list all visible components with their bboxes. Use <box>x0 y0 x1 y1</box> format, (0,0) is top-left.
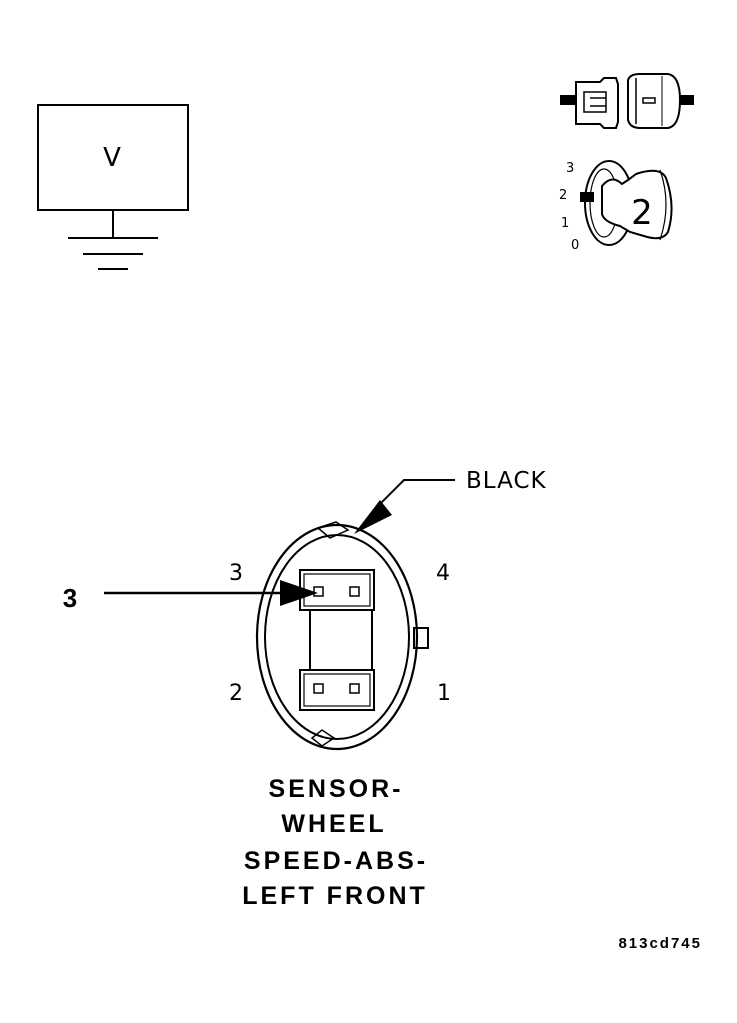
ground-icon <box>68 210 158 270</box>
connector-title-line-4: LEFT FRONT <box>242 882 428 910</box>
connector-title-line-3: SPEED-ABS- <box>244 847 428 875</box>
lower-terminal-cavity <box>299 669 375 711</box>
key-position-3: 3 <box>566 161 574 176</box>
key-position-2: 2 <box>559 188 567 203</box>
connector-disconnect-icon <box>560 73 694 129</box>
connector-title-line-1: SENSOR- <box>269 775 404 803</box>
key-position-0: 0 <box>571 238 579 253</box>
pin-label-4: 4 <box>436 561 450 586</box>
pin-callout-label: 3 <box>63 583 77 613</box>
color-callout-arrowhead <box>354 500 392 534</box>
upper-terminal-cavity <box>299 569 375 611</box>
connector-title-line-2: WHEEL <box>281 810 386 838</box>
pin-label-3: 3 <box>229 561 243 586</box>
pin-callout-arrowhead <box>280 580 318 606</box>
terminal-2 <box>313 683 324 694</box>
color-callout: BLACK <box>354 468 547 534</box>
terminal-3 <box>313 586 324 597</box>
terminal-4 <box>349 586 360 597</box>
figure-id: 813cd745 <box>618 935 702 952</box>
key-position-1: 1 <box>561 216 569 231</box>
connector-face <box>255 521 429 751</box>
pin-label-1: 1 <box>437 681 451 706</box>
pin-callout: 3 <box>63 580 318 613</box>
terminal-1 <box>349 683 360 694</box>
ignition-key-icon: 3 2 1 0 2 <box>559 160 673 253</box>
voltmeter-icon: V <box>37 104 189 270</box>
connector-color-label: BLACK <box>466 468 547 494</box>
connector-title: SENSOR- WHEEL SPEED-ABS- LEFT FRONT <box>242 775 428 910</box>
pin-label-2: 2 <box>229 681 243 706</box>
voltmeter-symbol: V <box>103 143 121 173</box>
key-selected-position: 2 <box>631 193 653 233</box>
